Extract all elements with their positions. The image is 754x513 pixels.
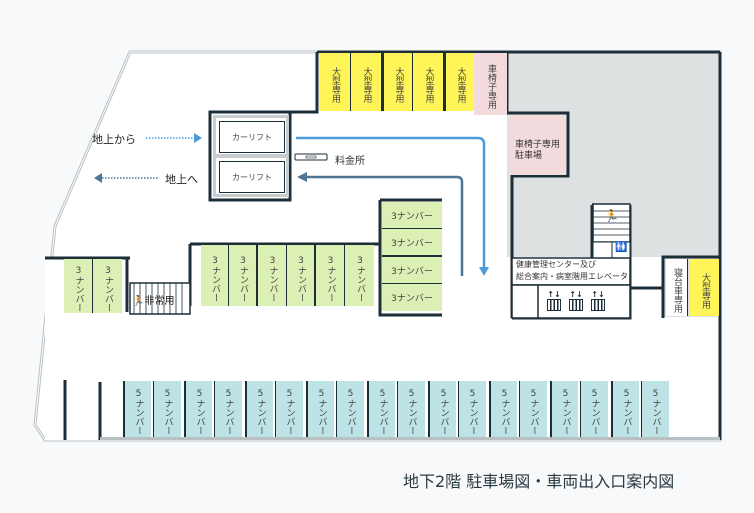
- stall-5num: 5ナンバー: [640, 381, 669, 437]
- stall-3num: 3ナンバー: [382, 202, 442, 229]
- emergency-stairs-text: 非常用: [144, 296, 175, 307]
- exit-route: [306, 175, 464, 276]
- stall-stretcher-car: 寝台車専用: [666, 259, 688, 316]
- stall-large-right: 大型専用: [690, 259, 719, 316]
- stall-5num: 5ナンバー: [518, 381, 547, 437]
- wheelchair-parking-label-line1: 車椅子専用: [515, 140, 561, 150]
- elevator-icon: ↑↓: [568, 290, 584, 314]
- bottom-wall: [100, 437, 720, 440]
- stall-3num: 3ナンバー: [229, 245, 258, 306]
- stall-5num: 5ナンバー: [367, 381, 395, 437]
- stall-5num: 5ナンバー: [335, 381, 364, 437]
- stall-large: 大型専用: [443, 53, 474, 111]
- elevator-icon: ↑↓: [590, 290, 606, 314]
- wheelchair-parking-label: 車椅子専用 駐車場: [515, 140, 560, 162]
- toll-booth-label: 料金所: [335, 156, 365, 167]
- car-lift-2[interactable]: カーリフト: [219, 161, 285, 193]
- left-3num-group: 3ナンバー 3ナンバー: [64, 259, 127, 313]
- stall-3num: 3ナンバー: [201, 245, 229, 306]
- stall-wheelchair: 車椅子専用: [474, 53, 507, 115]
- elevators: ↑↓ ↑↓ ↑↓: [546, 290, 616, 314]
- stall-3num: 3ナンバー: [258, 245, 287, 306]
- stall-5num: 5ナンバー: [184, 381, 212, 437]
- elevator-hall-label-line2: 総合案内・病室階用エレベータ: [516, 272, 628, 281]
- exit-to-ground-label: 地上へ: [165, 173, 198, 186]
- stall-5num: 5ナンバー: [213, 381, 242, 437]
- emergency-stairs-label: 🏃非常用: [132, 292, 174, 307]
- entry-arrow-icon: [194, 133, 202, 143]
- right-3num-group: 3ナンバー 3ナンバー 3ナンバー 3ナンバー: [382, 202, 442, 313]
- elevator-hall-label: 健康管理センター及び 総合案内・病室階用エレベータ: [516, 259, 628, 283]
- car-lift-1[interactable]: カーリフト: [219, 121, 285, 153]
- stall-3num: 3ナンバー: [382, 229, 442, 257]
- stall-5num: 5ナンバー: [550, 381, 578, 437]
- exit-arrow-icon: [94, 173, 102, 183]
- stall-3num: 3ナンバー: [93, 259, 122, 313]
- stall-3num: 3ナンバー: [382, 257, 442, 284]
- stall-5num: 5ナンバー: [428, 381, 456, 437]
- stall-5num: 5ナンバー: [306, 381, 334, 437]
- stall-3num: 3ナンバー: [382, 284, 442, 311]
- emergency-exit-icon: 🏃: [132, 296, 145, 307]
- stairs-person-icon: 🏃: [604, 209, 619, 223]
- wheelchair-parking-label-line2: 駐車場: [515, 151, 543, 161]
- elevator-icon: ↑↓: [546, 290, 562, 314]
- stall-large: 大型専用: [350, 53, 381, 111]
- restroom-icon: 🚻: [615, 242, 628, 253]
- stall-5num: 5ナンバー: [152, 381, 181, 437]
- stall-3num: 3ナンバー: [345, 245, 374, 306]
- stall-5num: 5ナンバー: [396, 381, 425, 437]
- stall-3num: 3ナンバー: [287, 245, 316, 306]
- stall-large: 大型専用: [381, 53, 412, 111]
- entry-route: [296, 136, 486, 268]
- stall-3num: 3ナンバー: [316, 245, 345, 306]
- stall-5num: 5ナンバー: [611, 381, 639, 437]
- stall-large: 大型専用: [412, 53, 443, 111]
- stall-3num: 3ナンバー: [64, 259, 93, 313]
- stall-5num: 5ナンバー: [489, 381, 517, 437]
- entry-from-ground-label: 地上から: [92, 133, 136, 146]
- stall-5num: 5ナンバー: [457, 381, 486, 437]
- stall-5num: 5ナンバー: [579, 381, 608, 437]
- stall-large: 大型専用: [319, 53, 350, 111]
- stall-5num: 5ナンバー: [123, 381, 151, 437]
- page-title: 地下2階 駐車場図・車両出入口案内図: [403, 472, 675, 491]
- mid-3num-group: 3ナンバー 3ナンバー 3ナンバー 3ナンバー 3ナンバー 3ナンバー: [201, 245, 378, 306]
- wheelchair-parking-area: [509, 115, 566, 175]
- stall-5num: 5ナンバー: [245, 381, 273, 437]
- elevator-hall-label-line1: 健康管理センター及び: [516, 260, 596, 269]
- stall-5num: 5ナンバー: [274, 381, 303, 437]
